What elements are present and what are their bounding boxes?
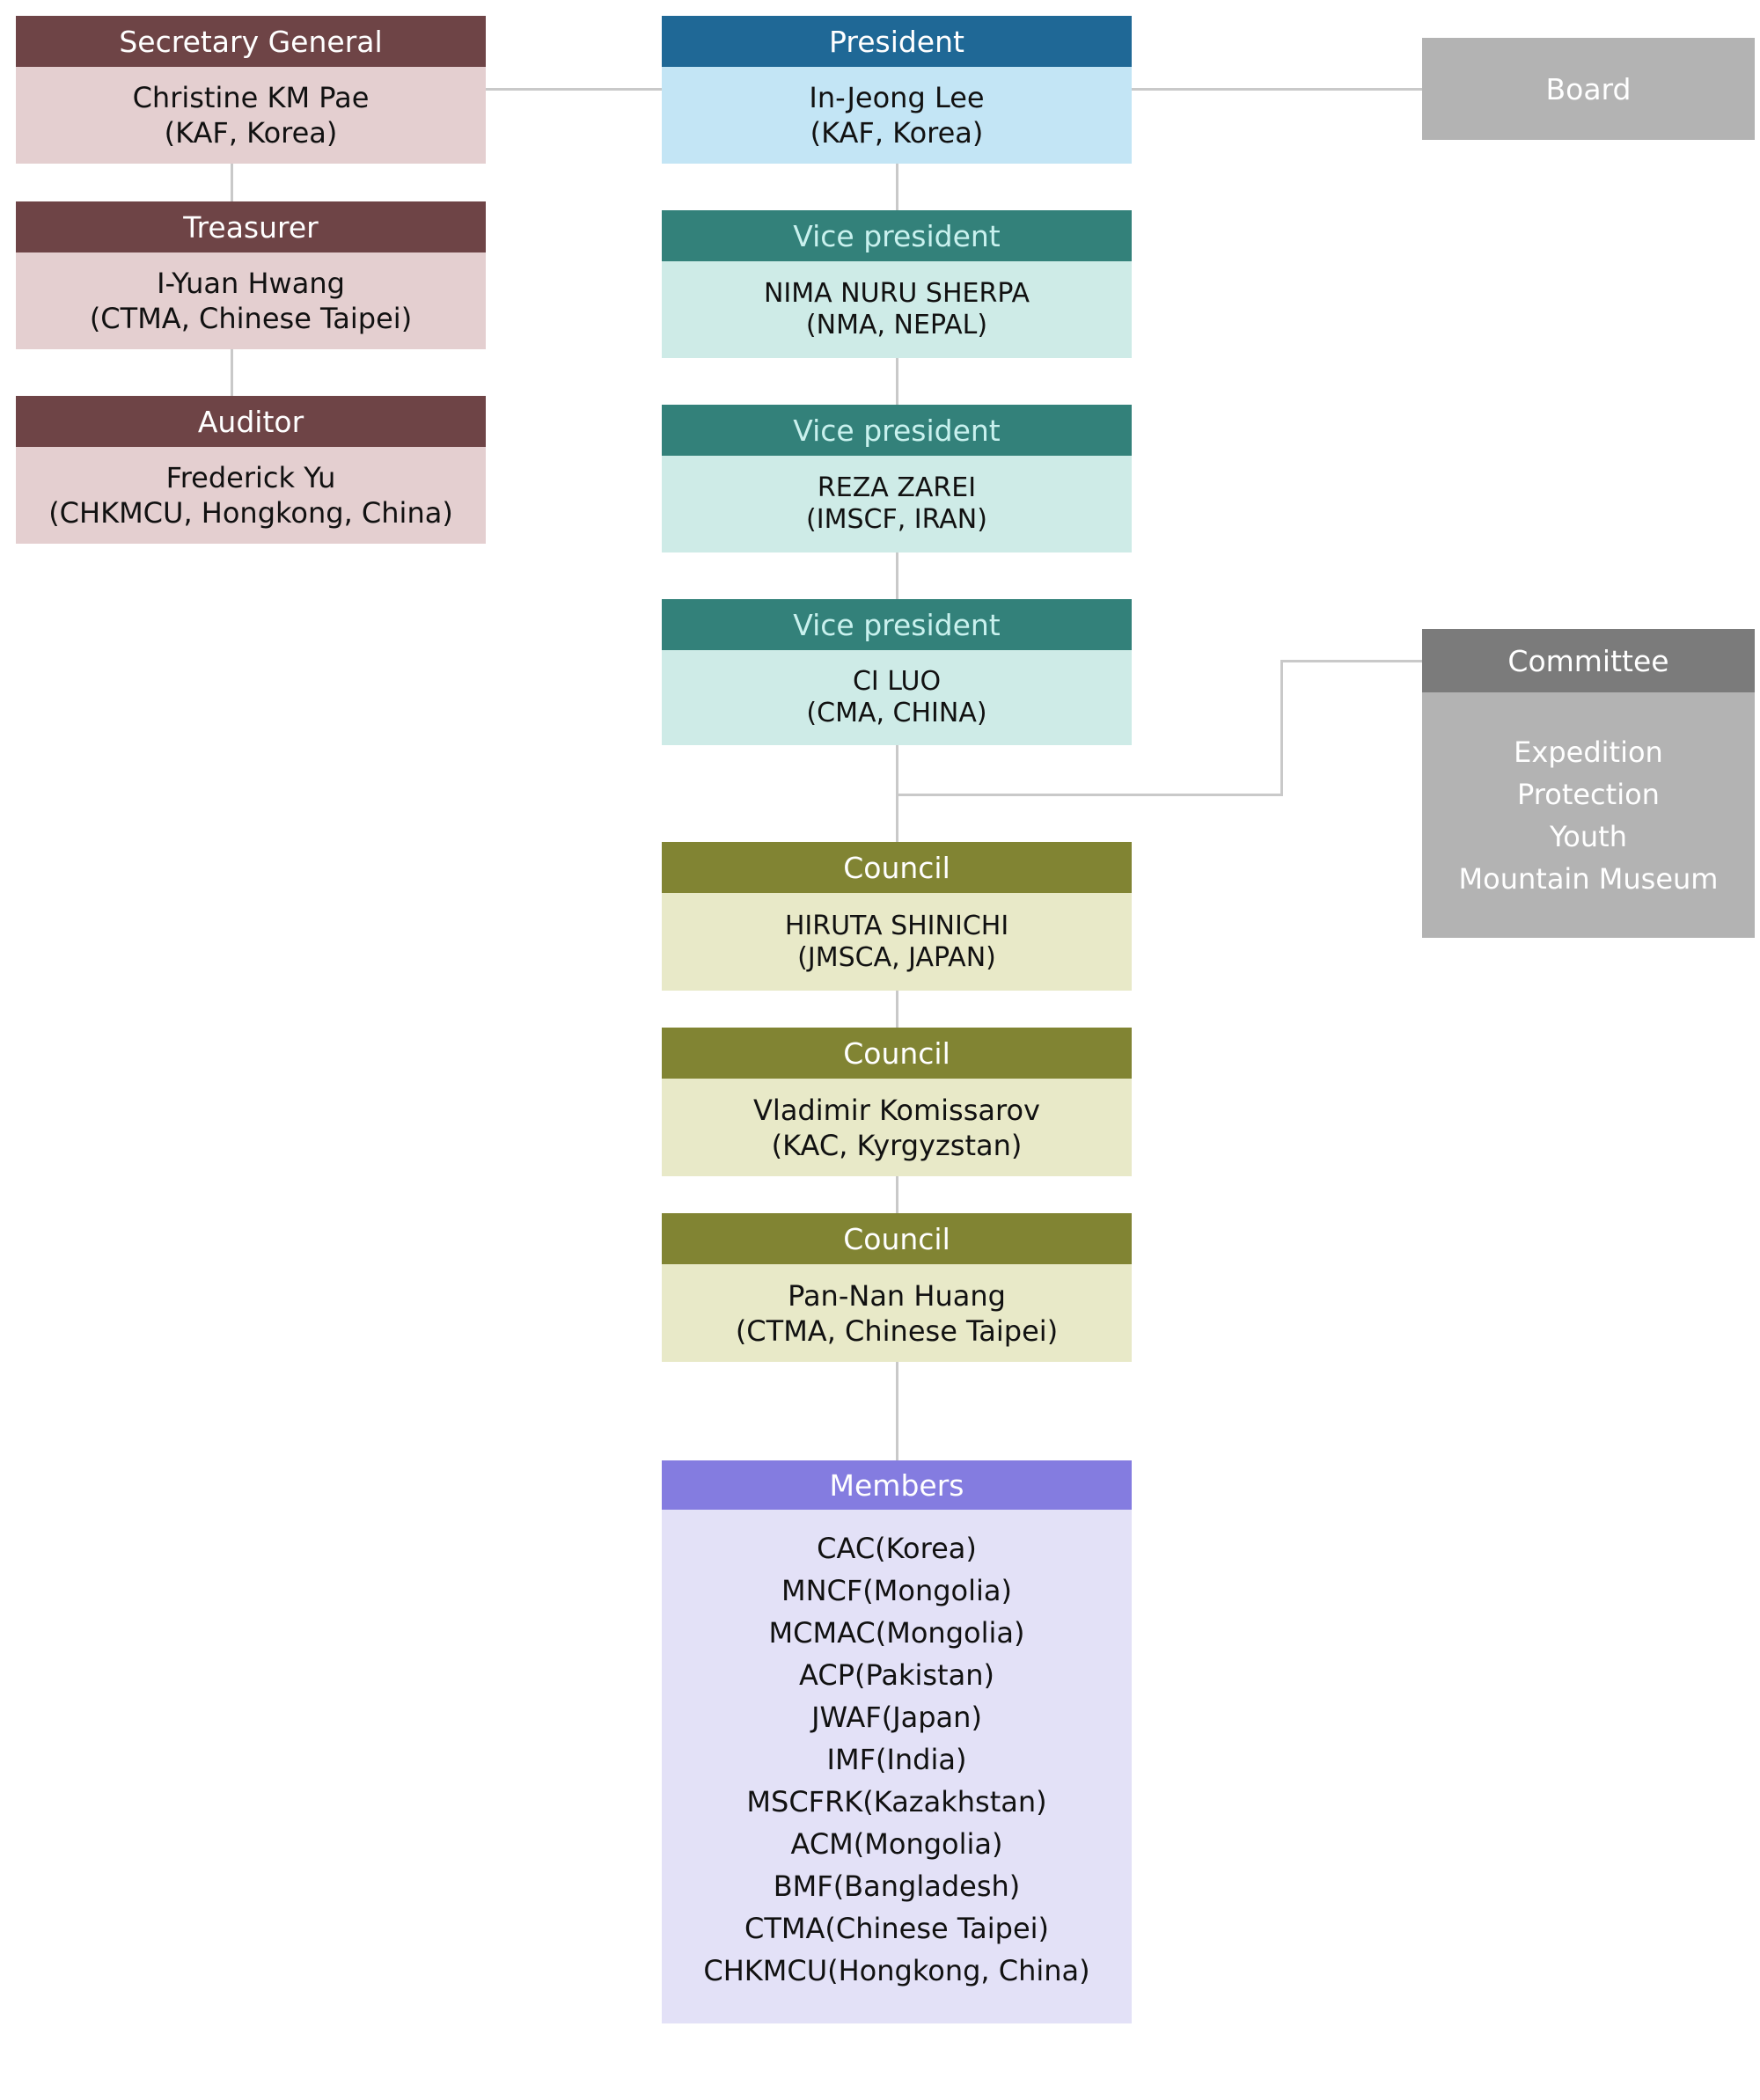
vice-president-body: CI LUO (CMA, CHINA) (662, 650, 1132, 745)
vice-president-name: NIMA NURU SHERPA (763, 278, 1030, 309)
auditor-box: Auditor Frederick Yu (CHKMCU, Hongkong, … (16, 396, 486, 544)
council-name: Pan-Nan Huang (788, 1278, 1006, 1313)
member-item: MSCFRK(Kazakhstan) (746, 1785, 1047, 1818)
council-body: Vladimir Komissarov (KAC, Kyrgyzstan) (662, 1079, 1132, 1176)
vice-president-org: (IMSCF, IRAN) (806, 504, 987, 535)
member-item: ACP(Pakistan) (799, 1658, 994, 1692)
council-box-2: Council Vladimir Komissarov (KAC, Kyrgyz… (662, 1028, 1132, 1176)
treasurer-body: I-Yuan Hwang (CTMA, Chinese Taipei) (16, 252, 486, 349)
president-body: In-Jeong Lee (KAF, Korea) (662, 67, 1132, 164)
member-item: MCMAC(Mongolia) (768, 1616, 1025, 1650)
vice-president-title: Vice president (662, 599, 1132, 650)
council-title: Council (662, 842, 1132, 893)
secretary-box: Secretary General Christine KM Pae (KAF,… (16, 16, 486, 164)
president-org: (KAF, Korea) (810, 116, 984, 150)
committee-item: Youth (1550, 819, 1627, 853)
treasurer-name: I-Yuan Hwang (157, 267, 345, 300)
council-org: (JMSCA, JAPAN) (797, 941, 996, 973)
member-item: BMF(Bangladesh) (773, 1870, 1021, 1903)
council-org: (KAC, Kyrgyzstan) (771, 1128, 1023, 1162)
treasurer-org: (CTMA, Chinese Taipei) (89, 302, 413, 335)
member-item: CAC(Korea) (817, 1532, 977, 1565)
members-box: Members CAC(Korea) MNCF(Mongolia) MCMAC(… (662, 1460, 1132, 2023)
member-item: IMF(India) (826, 1743, 967, 1776)
council-org: (CTMA, Chinese Taipei) (735, 1313, 1059, 1348)
vice-president-body: REZA ZAREI (IMSCF, IRAN) (662, 456, 1132, 552)
secretary-org: (KAF, Korea) (164, 116, 338, 150)
connector-committee-vertical (1280, 660, 1283, 796)
auditor-org: (CHKMCU, Hongkong, China) (48, 496, 453, 530)
connector-committee-top (1280, 660, 1422, 662)
connector-committee-horizontal (896, 794, 1283, 796)
committee-title: Committee (1422, 629, 1755, 692)
vice-president-box-1: Vice president NIMA NURU SHERPA (NMA, NE… (662, 210, 1132, 358)
members-list: CAC(Korea) MNCF(Mongolia) MCMAC(Mongolia… (662, 1510, 1132, 2023)
secretary-body: Christine KM Pae (KAF, Korea) (16, 67, 486, 164)
council-body: Pan-Nan Huang (CTMA, Chinese Taipei) (662, 1264, 1132, 1362)
member-item: CTMA(Chinese Taipei) (744, 1912, 1049, 1945)
vice-president-box-2: Vice president REZA ZAREI (IMSCF, IRAN) (662, 405, 1132, 552)
vice-president-org: (CMA, CHINA) (806, 698, 987, 728)
vice-president-name: CI LUO (852, 666, 942, 697)
member-item: ACM(Mongolia) (790, 1827, 1003, 1861)
treasurer-box: Treasurer I-Yuan Hwang (CTMA, Chinese Ta… (16, 201, 486, 349)
vice-president-title: Vice president (662, 210, 1132, 261)
member-item: CHKMCU(Hongkong, China) (703, 1954, 1090, 1987)
vice-president-box-3: Vice president CI LUO (CMA, CHINA) (662, 599, 1132, 745)
council-name: Vladimir Komissarov (753, 1093, 1040, 1127)
president-title: President (662, 16, 1132, 67)
council-body: HIRUTA SHINICHI (JMSCA, JAPAN) (662, 893, 1132, 991)
vice-president-name: REZA ZAREI (817, 472, 977, 503)
committee-list: Expedition Protection Youth Mountain Mus… (1422, 692, 1755, 938)
committee-item: Protection (1517, 777, 1660, 811)
president-box: President In-Jeong Lee (KAF, Korea) (662, 16, 1132, 164)
connector-secretary-president (486, 88, 662, 91)
council-title: Council (662, 1213, 1132, 1264)
vice-president-org: (NMA, NEPAL) (805, 310, 988, 340)
auditor-name: Frederick Yu (165, 461, 336, 494)
committee-box: Committee Expedition Protection Youth Mo… (1422, 629, 1755, 938)
auditor-body: Frederick Yu (CHKMCU, Hongkong, China) (16, 447, 486, 544)
council-title: Council (662, 1028, 1132, 1079)
committee-item: Mountain Museum (1458, 861, 1719, 896)
council-name: HIRUTA SHINICHI (784, 910, 1009, 941)
committee-item: Expedition (1514, 735, 1663, 769)
member-item: MNCF(Mongolia) (781, 1574, 1012, 1607)
vice-president-title: Vice president (662, 405, 1132, 456)
vice-president-body: NIMA NURU SHERPA (NMA, NEPAL) (662, 261, 1132, 358)
council-box-3: Council Pan-Nan Huang (CTMA, Chinese Tai… (662, 1213, 1132, 1362)
board-box: Board (1422, 38, 1755, 140)
members-title: Members (662, 1460, 1132, 1510)
president-name: In-Jeong Lee (809, 81, 985, 114)
connector-center-column (896, 164, 898, 1460)
auditor-title: Auditor (16, 396, 486, 447)
connector-president-board (1132, 88, 1422, 91)
secretary-title: Secretary General (16, 16, 486, 67)
member-item: JWAF(Japan) (811, 1701, 982, 1734)
council-box-1: Council HIRUTA SHINICHI (JMSCA, JAPAN) (662, 842, 1132, 991)
treasurer-title: Treasurer (16, 201, 486, 252)
secretary-name: Christine KM Pae (132, 81, 370, 114)
